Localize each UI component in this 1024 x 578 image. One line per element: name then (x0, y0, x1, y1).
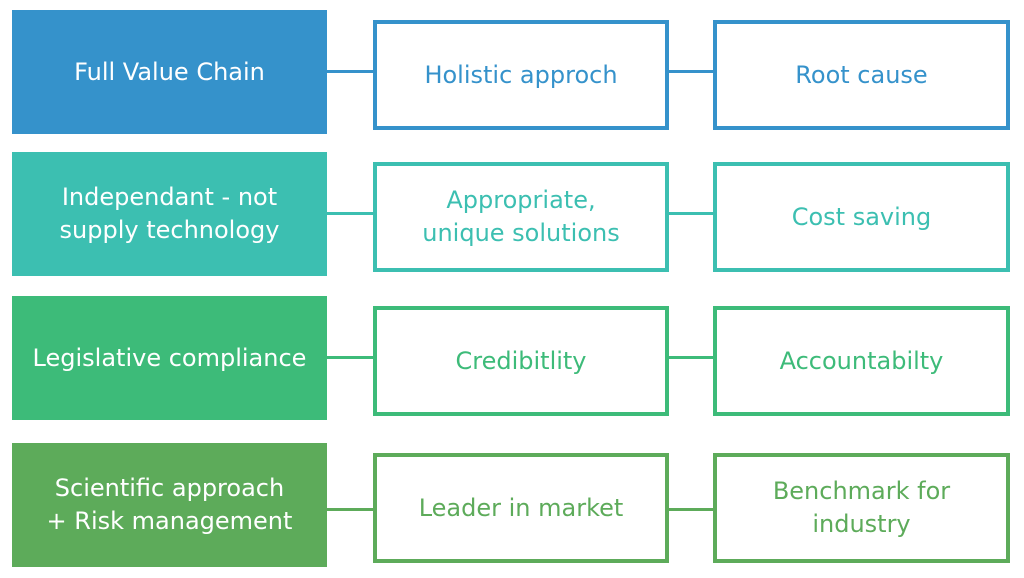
row-2-middle-box: Appropriate, unique solutions (373, 162, 669, 272)
row-3-connector-1 (327, 356, 373, 359)
row-2-connector-2 (669, 212, 713, 215)
row-4-connector-2 (669, 508, 713, 511)
row-3-right-box: Accountabilty (713, 306, 1010, 416)
row-1-right-box: Root cause (713, 20, 1010, 130)
row-1-main-box: Full Value Chain (12, 10, 327, 134)
row-4-main-box: Scientific approach + Risk management (12, 443, 327, 567)
row-1-connector-2 (669, 70, 713, 73)
row-1-connector-1 (327, 70, 373, 73)
row-3-main-box: Legislative compliance (12, 296, 327, 420)
row-2-right-box: Cost saving (713, 162, 1010, 272)
row-2-main-box: Independant - not supply technology (12, 152, 327, 276)
row-3-middle-box: Credibitlity (373, 306, 669, 416)
row-2-connector-1 (327, 212, 373, 215)
row-4-middle-box: Leader in market (373, 453, 669, 563)
row-4-right-box: Benchmark for industry (713, 453, 1010, 563)
row-4-connector-1 (327, 508, 373, 511)
row-1-middle-box: Holistic approch (373, 20, 669, 130)
row-3-connector-2 (669, 356, 713, 359)
